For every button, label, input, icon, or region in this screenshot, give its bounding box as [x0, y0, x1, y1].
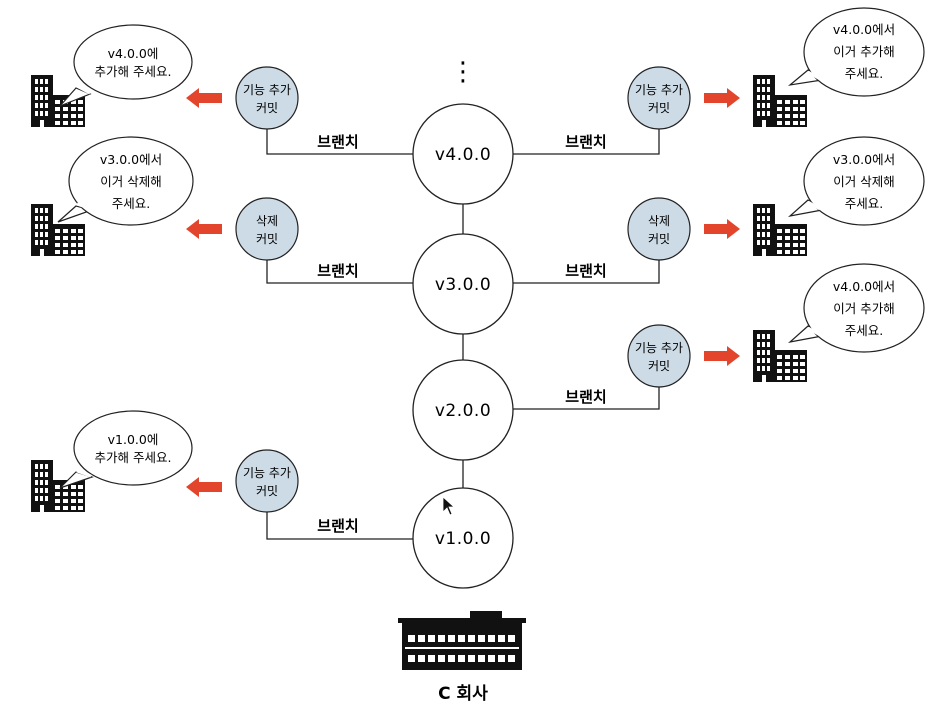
version-node-v4: v4.0.0 — [412, 103, 514, 205]
arrow-right-icon — [704, 219, 740, 239]
svg-text:이거 추가해: 이거 추가해 — [833, 301, 894, 316]
version-label: v2.0.0 — [435, 401, 491, 421]
commit-node-left-v3: 삭제 커밋 — [235, 197, 299, 261]
branch-label: 브랜치 — [565, 388, 606, 406]
arrow-right-icon — [704, 346, 740, 366]
commit-node-right-v3: 삭제 커밋 — [627, 197, 691, 261]
version-node-v1: v1.0.0 — [412, 487, 514, 589]
arrow-left-icon — [186, 477, 222, 497]
svg-text:v1.0.0에: v1.0.0에 — [108, 432, 159, 447]
svg-text:커밋: 커밋 — [648, 232, 670, 246]
office-building-icon — [31, 460, 85, 512]
more-versions-ellipsis: ⋮ — [450, 57, 476, 87]
svg-text:v3.0.0에서: v3.0.0에서 — [100, 152, 162, 167]
branch-label: 브랜치 — [317, 133, 358, 151]
svg-text:이거 삭제해: 이거 삭제해 — [833, 174, 894, 189]
svg-text:v4.0.0에: v4.0.0에 — [108, 46, 159, 61]
svg-text:삭제: 삭제 — [256, 214, 278, 228]
speech-bubble-left-v1: v1.0.0에 추가해 주세요. — [59, 410, 193, 489]
svg-text:추가해 주세요.: 추가해 주세요. — [95, 450, 172, 465]
arrow-left-icon — [186, 219, 222, 239]
svg-text:추가해 주세요.: 추가해 주세요. — [95, 64, 172, 79]
svg-text:기능 추가: 기능 추가 — [635, 341, 683, 355]
svg-text:v3.0.0에서: v3.0.0에서 — [833, 152, 895, 167]
version-label: v3.0.0 — [435, 275, 491, 295]
svg-text:기능 추가: 기능 추가 — [243, 83, 291, 97]
svg-text:기능 추가: 기능 추가 — [635, 83, 683, 97]
commit-node-right-v4: 기능 추가 커밋 — [627, 66, 691, 130]
svg-text:이거 삭제해: 이거 삭제해 — [100, 174, 161, 189]
svg-text:커밋: 커밋 — [648, 101, 670, 115]
mouse-cursor-icon — [442, 496, 456, 516]
svg-text:이거 추가해: 이거 추가해 — [833, 44, 894, 59]
speech-bubble-right-v2: v4.0.0에서 이거 추가해 주세요. — [787, 263, 925, 353]
svg-text:커밋: 커밋 — [256, 484, 278, 498]
speech-bubble-right-v3: v3.0.0에서 이거 삭제해 주세요. — [787, 136, 925, 226]
svg-text:커밋: 커밋 — [648, 359, 670, 373]
branch-label: 브랜치 — [565, 133, 606, 151]
speech-bubble-right-v4: v4.0.0에서 이거 추가해 주세요. — [787, 7, 925, 97]
arrow-right-icon — [704, 88, 740, 108]
company-label: C 회사 — [438, 684, 488, 704]
svg-text:주세요.: 주세요. — [845, 196, 883, 211]
speech-bubble-left-v3: v3.0.0에서 이거 삭제해 주세요. — [57, 136, 194, 226]
branch-lines — [266, 128, 660, 540]
svg-text:커밋: 커밋 — [256, 232, 278, 246]
svg-text:주세요.: 주세요. — [845, 66, 883, 81]
svg-text:v4.0.0에서: v4.0.0에서 — [833, 22, 895, 37]
svg-text:v4.0.0에서: v4.0.0에서 — [833, 279, 895, 294]
svg-text:삭제: 삭제 — [648, 214, 670, 228]
company-hq-icon — [398, 611, 526, 670]
svg-text:기능 추가: 기능 추가 — [243, 466, 291, 480]
commit-node-left-v1: 기능 추가 커밋 — [235, 449, 299, 513]
arrow-left-icon — [186, 88, 222, 108]
version-label: v4.0.0 — [435, 145, 491, 165]
branch-label: 브랜치 — [317, 517, 358, 535]
svg-text:커밋: 커밋 — [256, 101, 278, 115]
svg-text:주세요.: 주세요. — [845, 323, 883, 338]
svg-text:주세요.: 주세요. — [112, 196, 150, 211]
branch-label: 브랜치 — [565, 262, 606, 280]
version-node-v3: v3.0.0 — [412, 233, 514, 335]
office-building-icon — [31, 75, 85, 127]
commit-node-left-v4: 기능 추가 커밋 — [235, 66, 299, 130]
branch-label: 브랜치 — [317, 262, 358, 280]
version-label: v1.0.0 — [435, 529, 491, 549]
speech-bubble-left-v4: v4.0.0에 추가해 주세요. — [59, 24, 193, 107]
commit-node-right-v2: 기능 추가 커밋 — [627, 324, 691, 388]
version-node-v2: v2.0.0 — [412, 359, 514, 461]
